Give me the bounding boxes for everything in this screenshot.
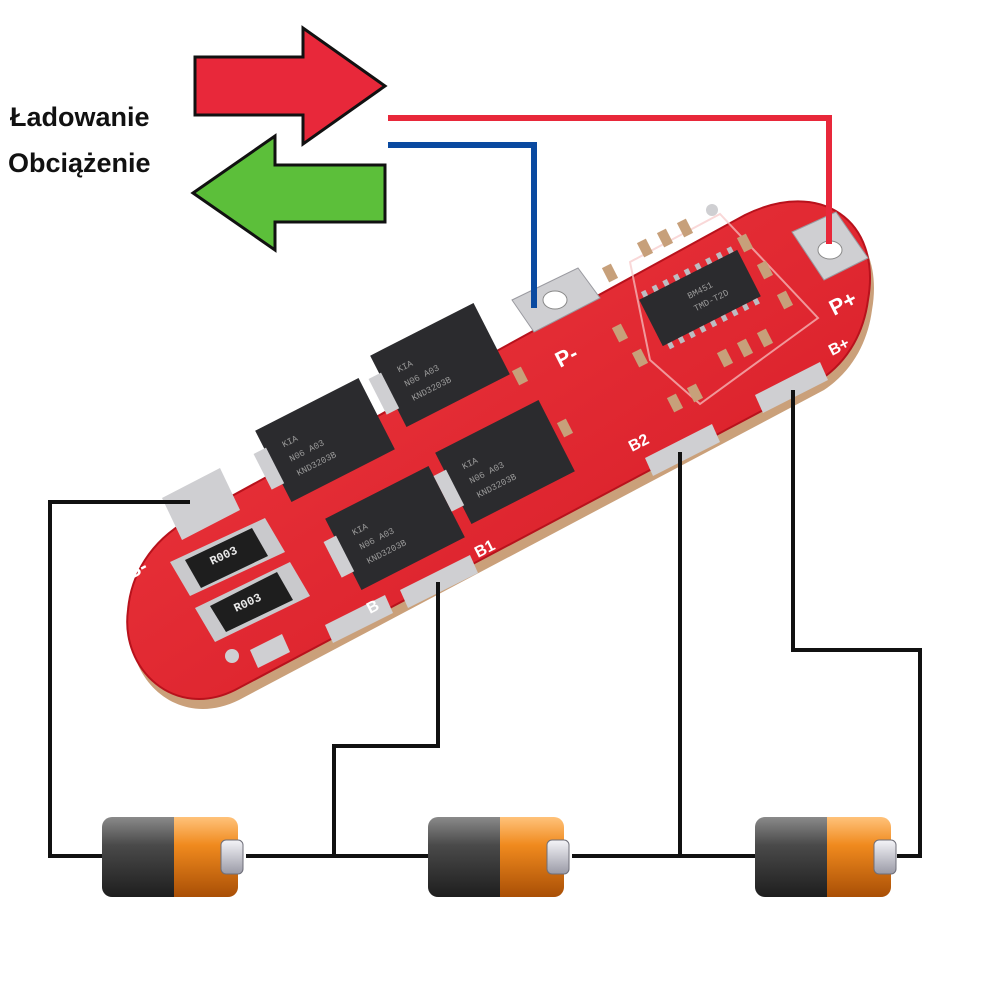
b-minus-pad bbox=[162, 468, 240, 540]
b1-pad bbox=[400, 555, 478, 608]
mosfet-chip: KIA N06 A03 KND3203B bbox=[323, 466, 465, 590]
charge-label: Ładowanie bbox=[10, 102, 150, 132]
battery-icon bbox=[102, 817, 244, 897]
bms-board: R003 R003 KIA N06 A03 KND3203B KIA N06 A… bbox=[122, 200, 874, 709]
mount-hole bbox=[225, 649, 239, 663]
shunt-resistor: R003 bbox=[170, 518, 285, 596]
mosfet-chip: KIA N06 A03 KND3203B bbox=[368, 303, 510, 427]
p-plus-pad bbox=[791, 211, 869, 281]
p-minus-pad bbox=[511, 267, 601, 333]
mosfet-chip: KIA N06 A03 KND3203B bbox=[253, 378, 395, 502]
b-plus-pad bbox=[755, 362, 828, 413]
b2-pad bbox=[645, 424, 720, 476]
battery-wiring bbox=[48, 390, 922, 858]
mount-hole bbox=[706, 204, 718, 216]
load-label: Obciążenie bbox=[8, 148, 151, 178]
load-arrow-icon bbox=[190, 133, 387, 253]
p-plus-wire bbox=[388, 115, 832, 244]
smd-components bbox=[511, 218, 794, 438]
corner-pad bbox=[250, 634, 290, 668]
battery-icon bbox=[428, 817, 570, 897]
mosfet-chip: KIA N06 A03 KND3203B bbox=[433, 400, 575, 524]
p-minus-wire bbox=[388, 142, 537, 308]
charge-arrow-icon bbox=[193, 25, 388, 147]
battery-icon bbox=[755, 817, 897, 897]
protection-ic: BM451 TMD-T2D bbox=[639, 246, 761, 350]
b-pad bbox=[325, 595, 393, 643]
shunt-resistor: R003 bbox=[195, 562, 310, 642]
